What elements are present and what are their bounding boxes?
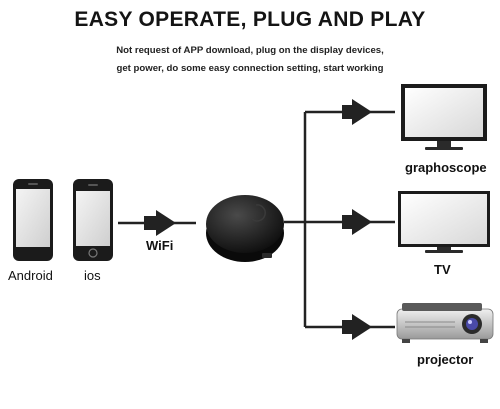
projector-arrow-icon (305, 314, 395, 340)
projector-icon (396, 303, 494, 343)
subtitle-line-2: get power, do some easy connection setti… (116, 63, 384, 74)
wifi-connector-arrow-icon (118, 210, 196, 236)
monitor-icon (401, 84, 487, 150)
tv-icon (398, 191, 490, 253)
tv-arrow-icon (305, 209, 395, 235)
ios-label: ios (84, 268, 101, 283)
dongle-icon (206, 195, 284, 262)
tv-label: TV (434, 262, 451, 277)
projector-label: projector (417, 352, 474, 367)
subtitle-line-1: Not request of APP download, plug on the… (116, 45, 384, 56)
ios-phone-icon (73, 179, 113, 261)
page-title: EASY OPERATE, PLUG AND PLAY (74, 8, 426, 31)
monitor-label: graphoscope (405, 160, 487, 175)
android-phone-icon (13, 179, 53, 261)
wifi-label: WiFi (146, 238, 174, 253)
output-branch-lines (284, 112, 307, 327)
android-label: Android (8, 268, 53, 283)
monitor-arrow-icon (305, 99, 395, 125)
